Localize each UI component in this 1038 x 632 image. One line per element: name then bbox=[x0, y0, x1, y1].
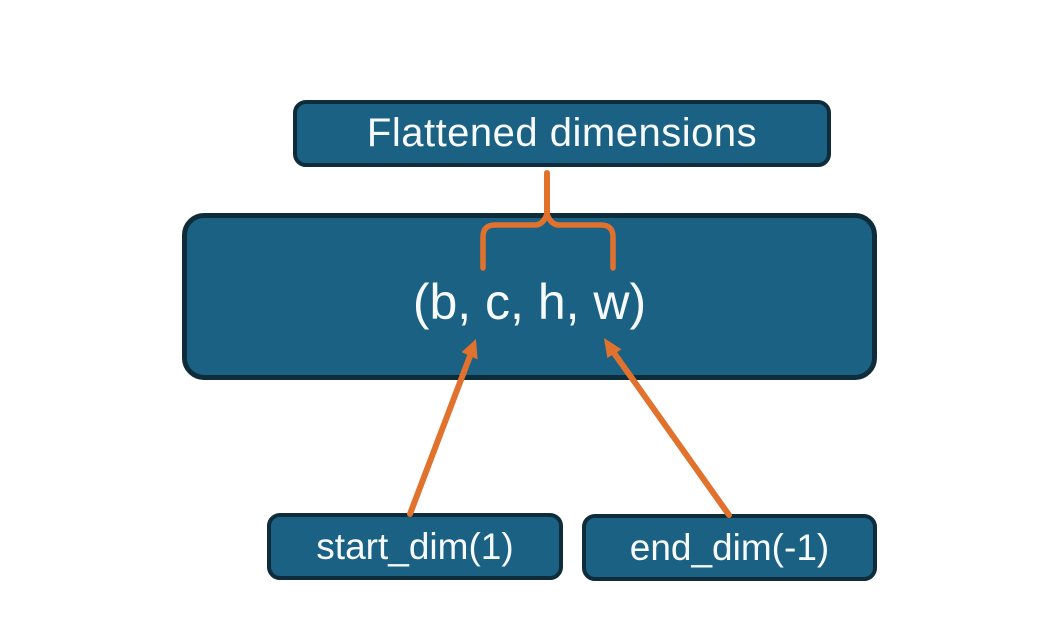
flattened-dimensions-label: Flattened dimensions bbox=[366, 111, 758, 155]
end-dim-label: end_dim(-1) bbox=[629, 526, 830, 568]
start-dim-label: start_dim(1) bbox=[316, 525, 514, 567]
start-dim-box: start_dim(1) bbox=[267, 513, 563, 580]
tensor-shape-label: (b, c, h, w) bbox=[412, 273, 647, 330]
flattened-dimensions-box: Flattened dimensions bbox=[293, 100, 831, 167]
end-dim-box: end_dim(-1) bbox=[582, 514, 877, 581]
tensor-shape-box: (b, c, h, w) bbox=[182, 213, 877, 380]
